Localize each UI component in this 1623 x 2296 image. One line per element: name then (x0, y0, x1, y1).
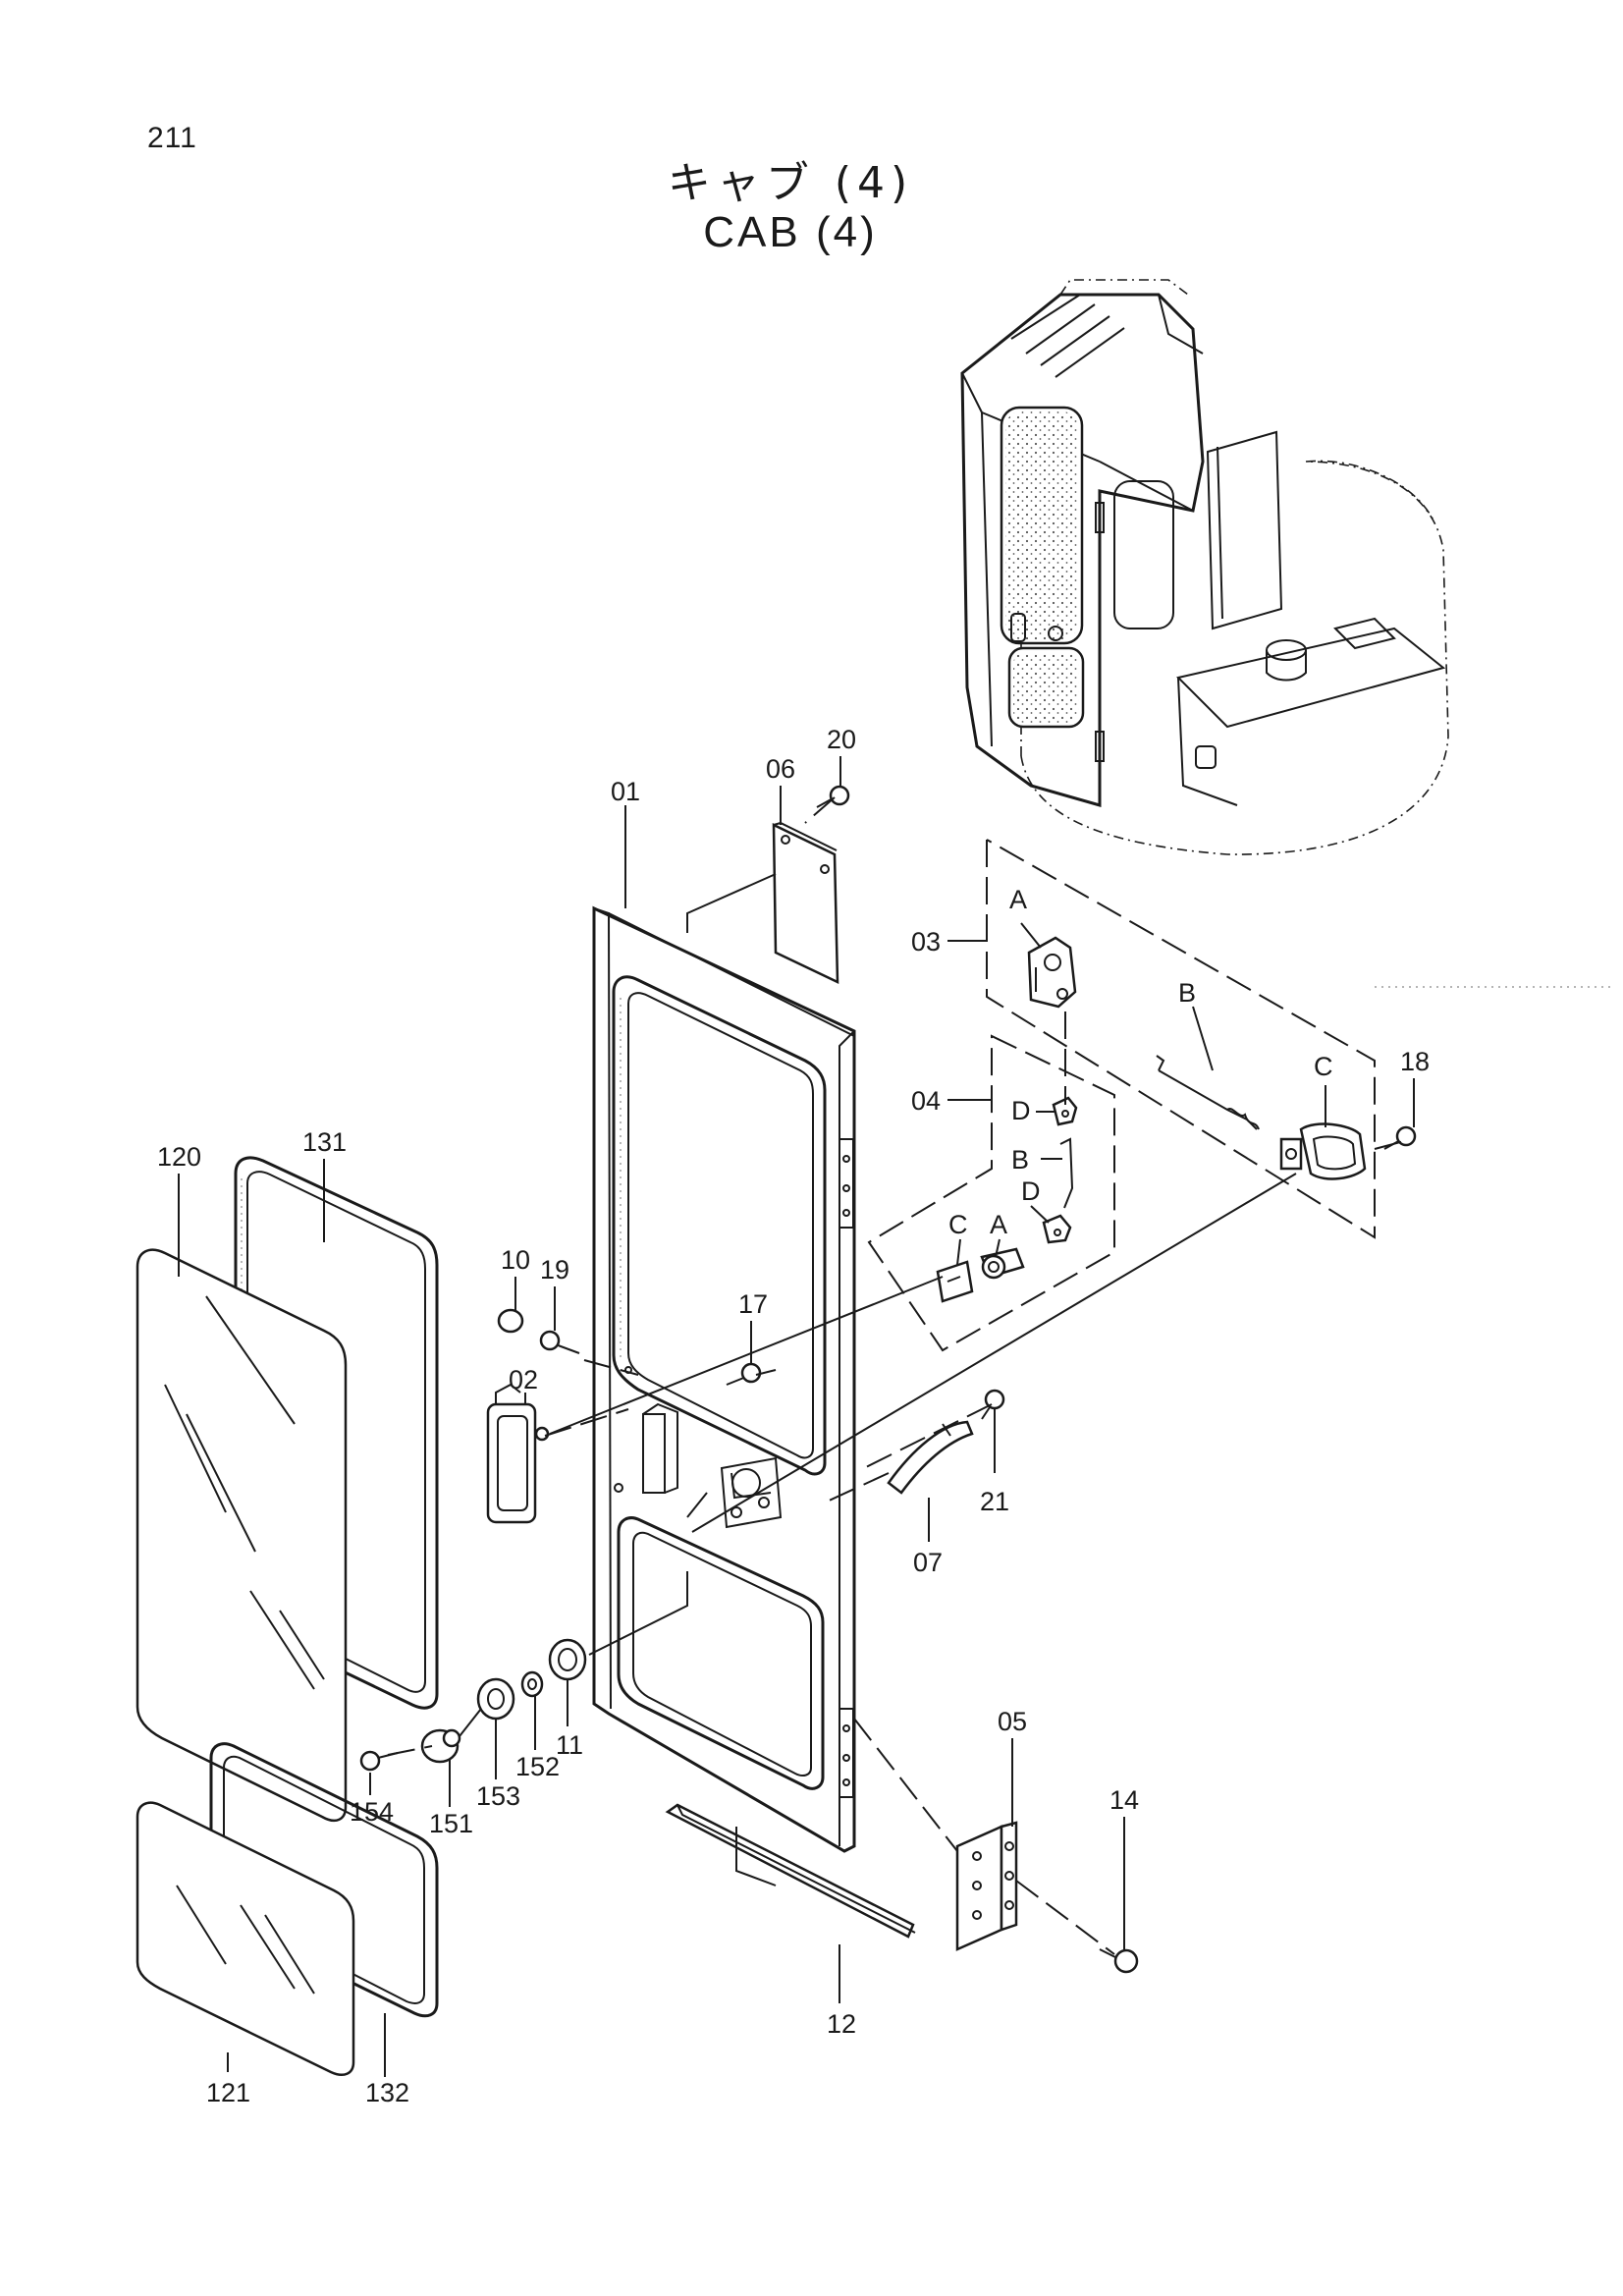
callout-21: 21 (980, 1487, 1009, 1516)
bolt-17-icon (740, 1362, 762, 1384)
page-number: 211 (147, 122, 197, 154)
callout-11: 11 (556, 1730, 583, 1760)
callout-154: 154 (350, 1797, 394, 1827)
bolt-20-icon (829, 785, 850, 806)
frame-lock-mechanism-icon (720, 1456, 783, 1529)
detail-letter-b-lower: B (1011, 1145, 1029, 1175)
cab-overview-illustration (960, 279, 1449, 855)
lock-sub-assembly-boundary (867, 1034, 1115, 1352)
title-japanese: キャブ (4) (667, 158, 914, 208)
callout-132: 132 (365, 2078, 409, 2107)
detail-letter-d-upper: D (1011, 1096, 1031, 1125)
bolt-19-icon (539, 1330, 561, 1351)
callout-12: 12 (827, 2009, 856, 2039)
callout-07: 07 (913, 1548, 943, 1577)
callout-19: 19 (540, 1255, 569, 1285)
detail-letter-a-upper: A (1009, 885, 1027, 914)
title-english: CAB (4) (703, 208, 878, 256)
lock-assembly-boundary (986, 839, 1376, 1239)
callout-02: 02 (509, 1365, 538, 1394)
lower-glass (135, 1801, 355, 2076)
callout-18: 18 (1400, 1047, 1430, 1076)
callout-labels: 01 02 03 04 05 06 07 10 11 12 14 17 18 1… (157, 725, 1430, 2107)
seal-strip (665, 1803, 916, 1939)
callout-120: 120 (157, 1142, 201, 1172)
callout-131: 131 (302, 1127, 347, 1157)
callout-10: 10 (501, 1245, 530, 1275)
callout-06: 06 (766, 754, 795, 784)
assembly-lines (178, 756, 1610, 2077)
callout-20: 20 (827, 725, 856, 754)
knob-assembly (359, 1638, 587, 1772)
detail-letter-c-upper: C (1314, 1052, 1333, 1081)
callout-121: 121 (206, 2078, 250, 2107)
fasteners (497, 785, 1417, 1974)
upper-glass (135, 1248, 348, 1823)
plate (772, 821, 839, 985)
callout-05: 05 (998, 1707, 1027, 1736)
callout-151: 151 (429, 1809, 473, 1838)
callout-03: 03 (911, 927, 941, 957)
detail-letter-b-upper: B (1178, 978, 1196, 1008)
lock-sub-assembly (936, 1096, 1078, 1303)
cap-icon (497, 1308, 524, 1334)
callout-152: 152 (515, 1752, 560, 1781)
bolt-21-icon (984, 1389, 1005, 1410)
grip-handle (887, 1420, 974, 1495)
detail-letter-c-lower: C (948, 1210, 968, 1239)
callout-01: 01 (611, 777, 640, 806)
door-frame (592, 905, 856, 1853)
bolt-18-icon (1395, 1125, 1417, 1147)
inner-handle (486, 1383, 550, 1524)
lock-assembly (1027, 936, 1367, 1180)
callout-14: 14 (1109, 1785, 1139, 1815)
callout-153: 153 (476, 1781, 520, 1811)
callout-17: 17 (738, 1289, 768, 1319)
callout-04: 04 (911, 1086, 941, 1116)
bolt-14-icon (1113, 1948, 1139, 1974)
detail-letter-a-lower: A (990, 1210, 1007, 1239)
detail-letter-d-lower: D (1021, 1176, 1041, 1206)
hinge (955, 1821, 1018, 1951)
